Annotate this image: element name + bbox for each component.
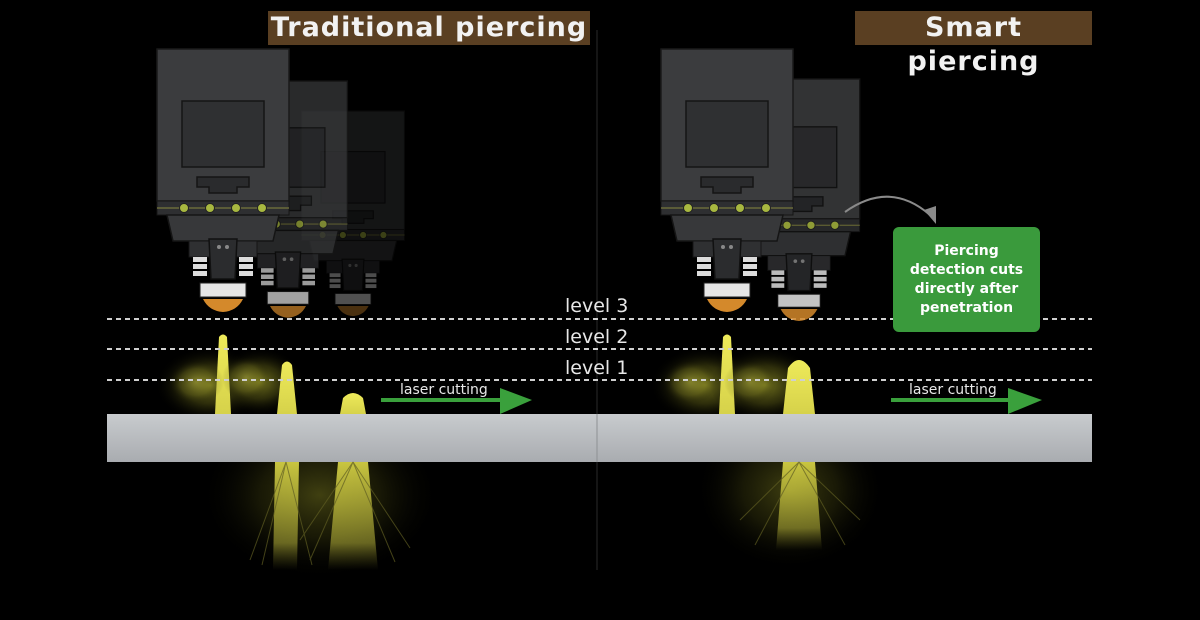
right-arrow-icon <box>891 388 1042 414</box>
laser-cutting-label-right: laser cutting <box>909 382 997 398</box>
smart-piercing-title: Smart piercing <box>855 11 1092 77</box>
right-beams-through <box>739 461 861 550</box>
curved-arrow-icon <box>844 195 936 224</box>
traditional-piercing-title: Traditional piercing <box>268 11 590 45</box>
left-beams-through <box>249 461 411 570</box>
workpiece-plate <box>107 414 1092 462</box>
level-2-label: level 2 <box>565 326 629 348</box>
level-1-label: level 1 <box>565 357 629 379</box>
level-3-label: level 3 <box>565 295 629 317</box>
piercing-detection-callout: Piercing detection cuts directly after p… <box>893 227 1040 332</box>
laser-cutting-label-left: laser cutting <box>400 382 488 398</box>
right-arrow-icon <box>381 388 532 414</box>
